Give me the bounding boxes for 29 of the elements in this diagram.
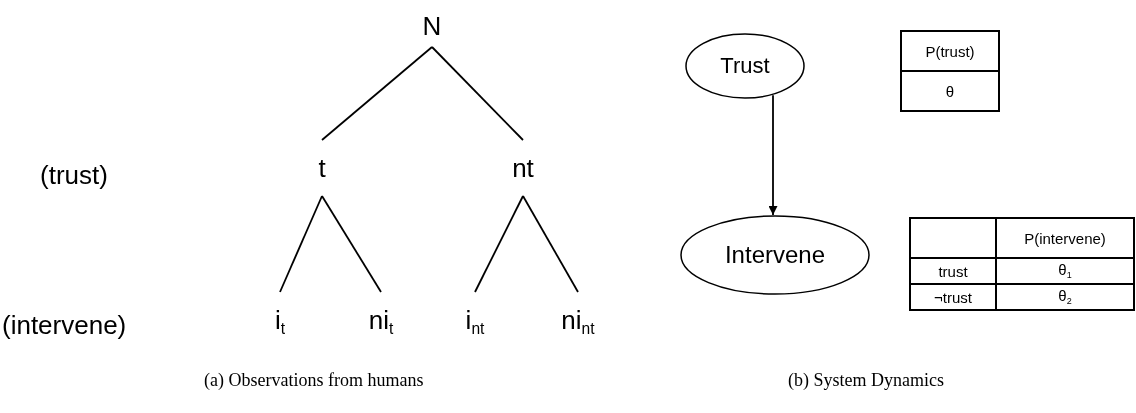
ellipse-node — [685, 33, 805, 99]
value-cell: θ$_{1}$ — [996, 258, 1134, 284]
node-label: nt — [512, 152, 534, 184]
caption: (a) Observations from humans — [204, 370, 424, 391]
node-label: ni$_{t}$ — [368, 305, 394, 339]
node-label: ni$_{nt}$ — [561, 305, 595, 339]
caption: (b) System Dynamics — [788, 370, 944, 391]
node-label: t — [318, 152, 326, 184]
ellipse-node — [680, 215, 870, 295]
node-label: i$_{nt}$ — [465, 305, 485, 339]
node-label: i$_{t}$ — [274, 305, 286, 339]
row-header-cell: ¬trust — [910, 284, 996, 310]
header-cell: P(intervene) — [996, 218, 1134, 258]
tree-branch — [321, 46, 433, 141]
tree-branch — [431, 46, 524, 141]
node-label: Intervene — [724, 241, 826, 269]
row-header-cell: θ — [901, 71, 999, 111]
arrow — [768, 94, 778, 216]
row-header-cell: trust — [910, 258, 996, 284]
tree-branch — [522, 195, 579, 293]
tree-branch — [279, 195, 323, 293]
tree-branch — [474, 195, 524, 293]
node-label: N — [422, 10, 442, 42]
node-label: Trust — [720, 53, 770, 79]
header-cell: P(trust) — [901, 31, 999, 71]
level-label: (trust) — [40, 160, 108, 191]
value-cell: θ$_{2}$ — [996, 284, 1134, 310]
level-label: (intervene) — [2, 310, 127, 341]
tree-branch — [321, 195, 382, 293]
